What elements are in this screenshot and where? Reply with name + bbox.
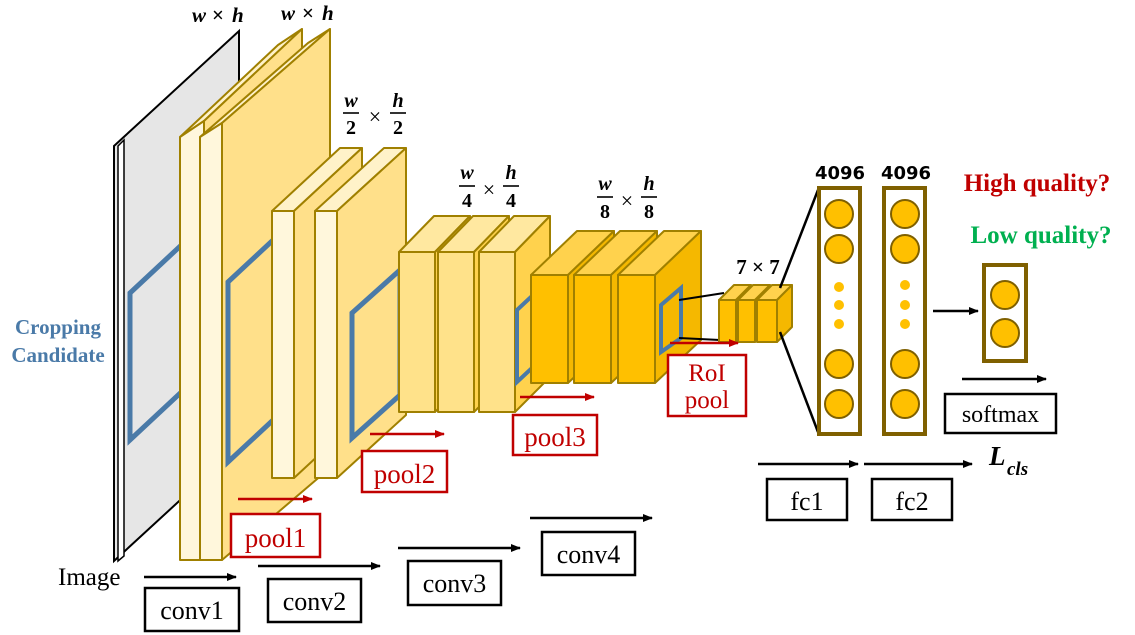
svg-text:8: 8 bbox=[644, 201, 654, 223]
fc-connection-line-bottom bbox=[778, 331, 820, 433]
svg-text:h: h bbox=[392, 90, 403, 112]
svg-text:w: w bbox=[344, 90, 358, 112]
loss-label: L cls bbox=[988, 441, 1028, 480]
svg-text:h: h bbox=[232, 3, 244, 27]
svg-text:2: 2 bbox=[393, 117, 403, 139]
svg-text:w: w bbox=[598, 173, 612, 195]
svg-text:×: × bbox=[483, 177, 495, 202]
dim-label-w-h-1: w × h bbox=[192, 3, 244, 27]
conv3-blocks bbox=[398, 215, 551, 413]
svg-text:8: 8 bbox=[600, 201, 610, 223]
svg-text:cls: cls bbox=[1007, 459, 1028, 480]
fc1-size-label: 4096 bbox=[815, 163, 865, 184]
roi-pool-label-line1: RoI bbox=[688, 360, 726, 387]
conv2-label: conv2 bbox=[283, 587, 347, 616]
svg-text:4: 4 bbox=[462, 190, 472, 212]
softmax-label: softmax bbox=[962, 402, 1039, 428]
svg-text:h: h bbox=[322, 1, 334, 25]
pool-labels: pool1 pool2 pool3 RoI pool bbox=[229, 353, 748, 559]
fc2-size-label: 4096 bbox=[881, 163, 931, 184]
dim-label-w4-h4: w 4 × h 4 bbox=[459, 162, 519, 212]
high-quality-label: High quality? bbox=[964, 170, 1111, 197]
dim-label-w8-h8: w 8 × h 8 bbox=[597, 173, 657, 223]
roi-pooled-blocks bbox=[718, 284, 793, 343]
low-quality-label: Low quality? bbox=[970, 222, 1111, 249]
fc1-label: fc1 bbox=[790, 487, 823, 516]
svg-text:w: w bbox=[192, 3, 207, 27]
svg-text:×: × bbox=[621, 188, 633, 213]
svg-text:×: × bbox=[302, 1, 314, 25]
output-column bbox=[982, 263, 1028, 363]
roi-pool-label-line2: pool bbox=[685, 387, 730, 414]
svg-text:×: × bbox=[212, 3, 224, 27]
svg-text:w: w bbox=[460, 162, 474, 184]
pool-arrows bbox=[238, 339, 739, 503]
conv1-label: conv1 bbox=[160, 596, 224, 625]
image-label: Image bbox=[58, 564, 120, 591]
roi-projection-line-top bbox=[678, 292, 725, 301]
svg-text:×: × bbox=[369, 104, 381, 129]
svg-text:h: h bbox=[505, 162, 516, 184]
pool1-label: pool1 bbox=[245, 523, 307, 553]
fc-connection-line-top bbox=[778, 189, 820, 289]
candidate-label-line1: Cropping bbox=[15, 315, 101, 339]
dim-label-w2-h2: w 2 × h 2 bbox=[343, 90, 406, 139]
svg-text:w: w bbox=[281, 1, 296, 25]
fc2-column bbox=[882, 186, 927, 436]
svg-text:h: h bbox=[643, 173, 654, 195]
pool2-label: pool2 bbox=[374, 459, 436, 489]
layer-labels: conv1 conv2 conv3 conv4 fc1 fc2 softmax bbox=[143, 392, 1058, 633]
conv4-label: conv4 bbox=[557, 540, 621, 569]
svg-text:L: L bbox=[988, 441, 1006, 471]
flow-arrows bbox=[144, 375, 1047, 581]
fc1-column bbox=[817, 186, 862, 436]
roi-projection-line-bottom bbox=[678, 337, 721, 341]
roi-size-label: 7 × 7 bbox=[736, 255, 779, 279]
svg-text:2: 2 bbox=[346, 117, 356, 139]
dim-label-w-h-2: w × h bbox=[281, 1, 334, 25]
conv2-blocks bbox=[271, 147, 407, 479]
conv4-blocks bbox=[530, 230, 702, 384]
candidate-label-line2: Candidate bbox=[11, 343, 104, 367]
conv3-label: conv3 bbox=[423, 569, 487, 598]
fc2-label: fc2 bbox=[895, 487, 928, 516]
svg-text:4: 4 bbox=[506, 190, 516, 212]
pool3-label: pool3 bbox=[524, 422, 586, 452]
